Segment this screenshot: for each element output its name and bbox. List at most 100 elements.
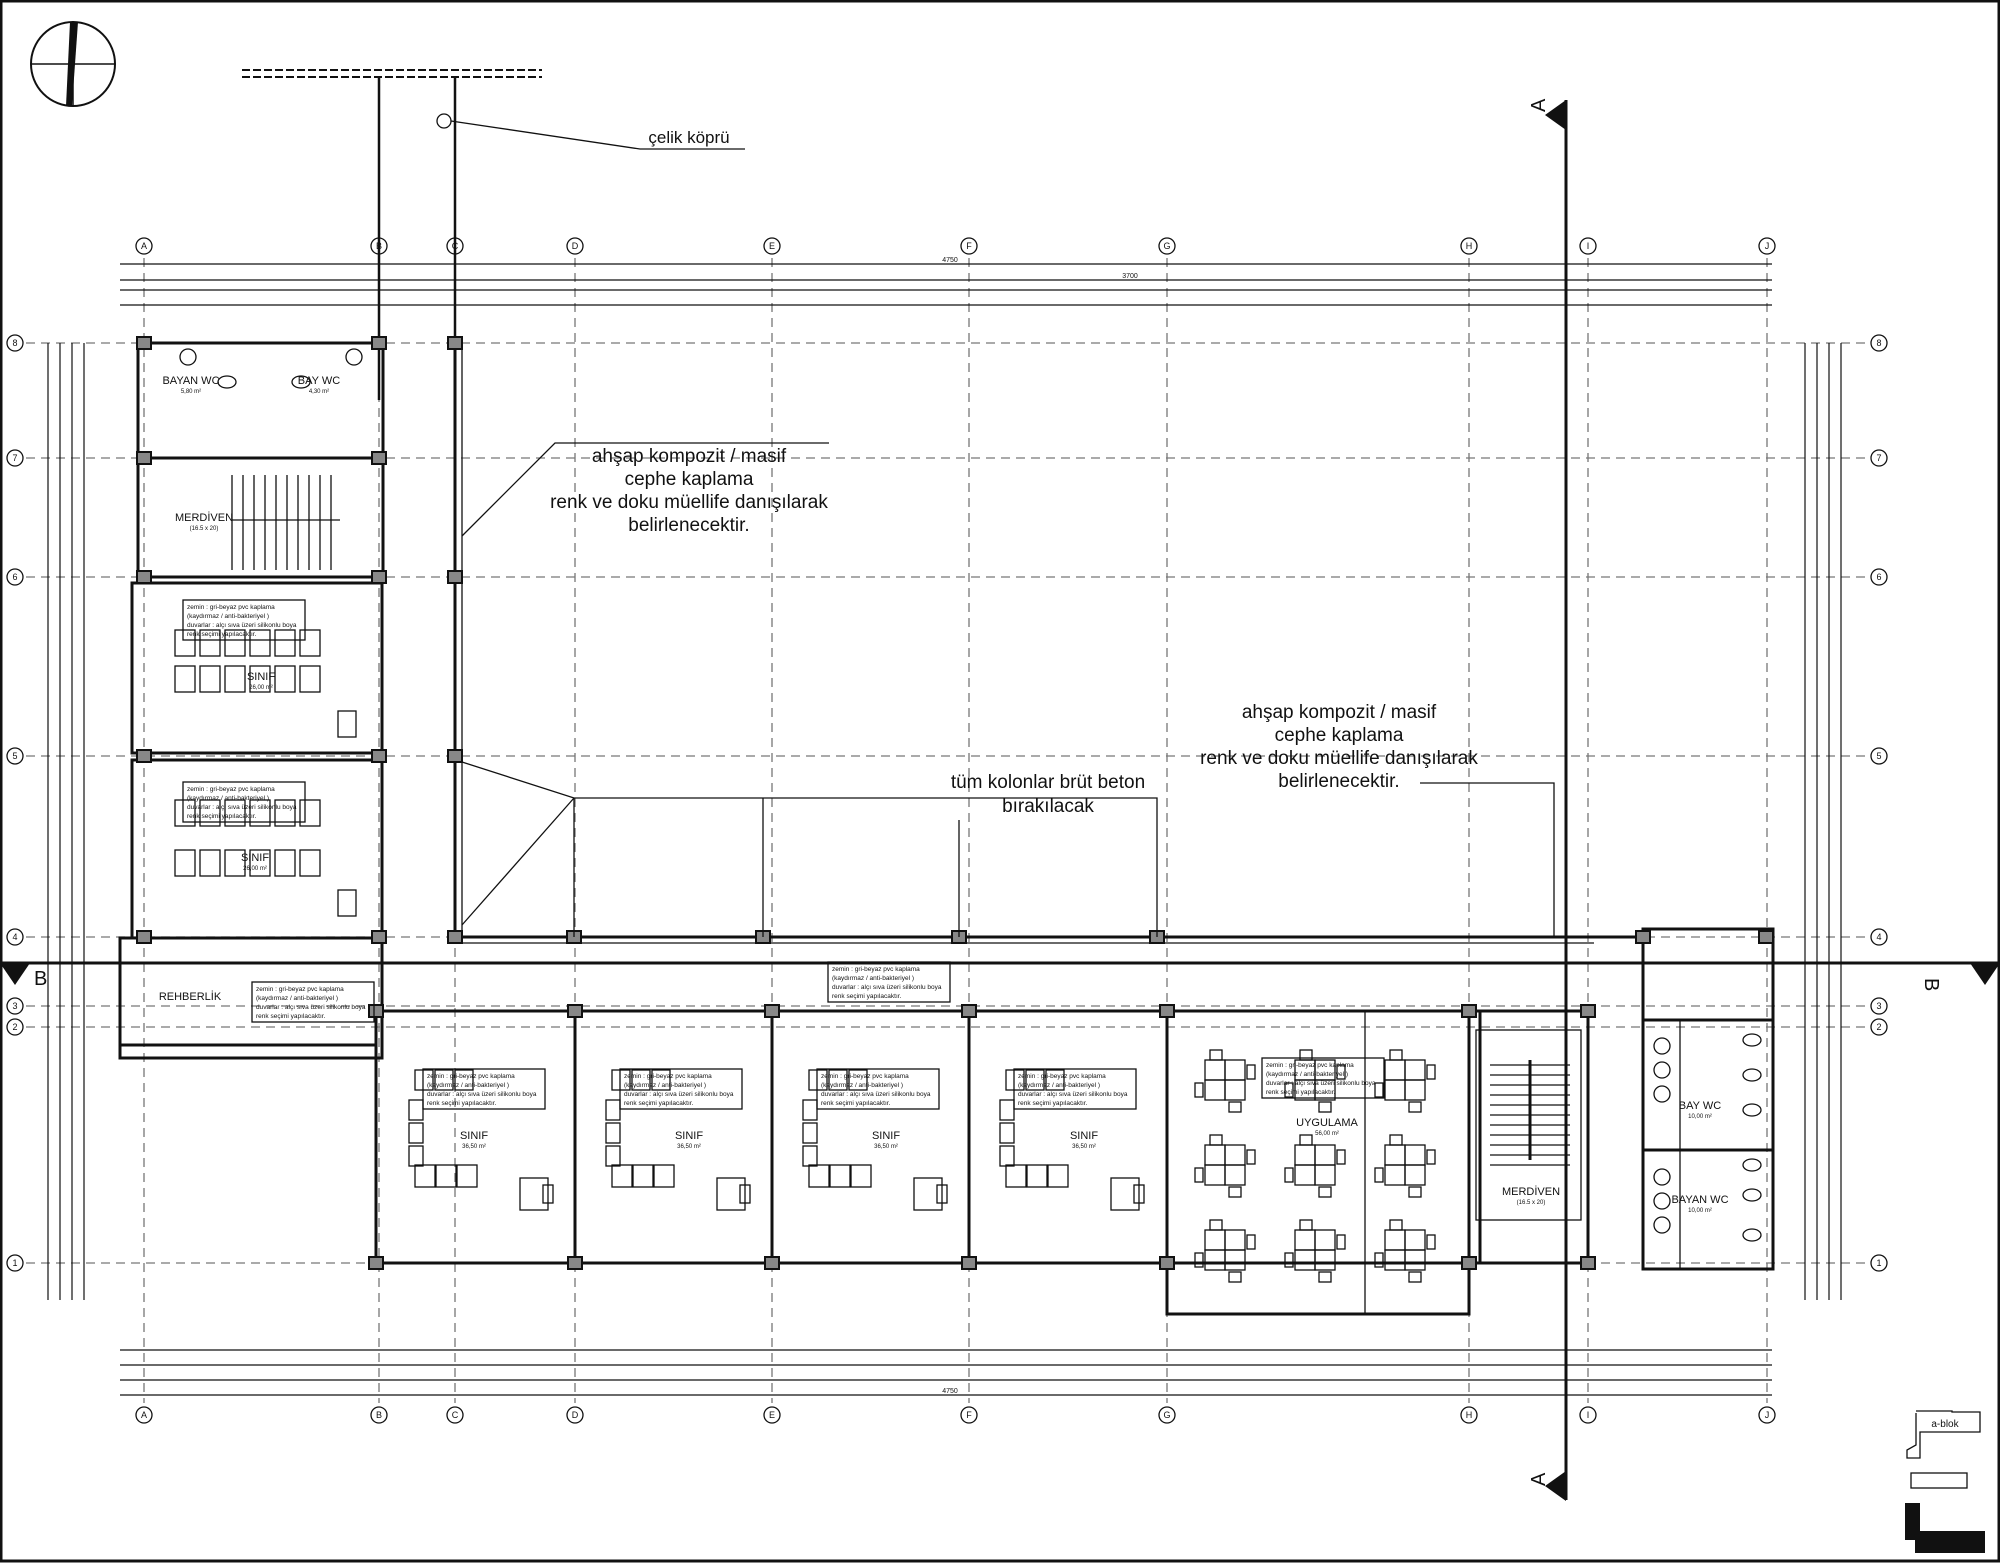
grid-bubble-H	[1460, 1406, 1478, 1424]
material-note-line: renk seçimi yapılacaktır.	[821, 1100, 891, 1107]
column	[136, 570, 152, 584]
sink-icon	[345, 348, 363, 366]
desk	[739, 1184, 751, 1204]
column	[1159, 1256, 1175, 1270]
desk	[605, 1122, 621, 1144]
desk	[1374, 1082, 1384, 1098]
desk	[1404, 1229, 1426, 1251]
desk	[1426, 1064, 1436, 1080]
desk	[1194, 1252, 1204, 1268]
svg-text:cephe kaplama: cephe kaplama	[1275, 725, 1404, 746]
room-uygulama: UYGULAMA	[1296, 1117, 1358, 1129]
grid-bubble-D	[566, 1406, 584, 1424]
desk	[299, 849, 321, 877]
room-labels: BAYAN WC 5,80 m² BAY WC 4,30 m² MERDİVEN…	[159, 375, 1729, 1214]
sink-icon	[1653, 1168, 1671, 1186]
desk	[999, 1145, 1015, 1167]
desk	[1408, 1101, 1422, 1113]
svg-text:cephe kaplama: cephe kaplama	[625, 469, 754, 490]
column	[371, 570, 387, 584]
material-note-box	[1013, 1068, 1137, 1110]
north-arrow-icon	[30, 21, 116, 107]
column	[447, 336, 463, 350]
grid-label-J: J	[1765, 1410, 1770, 1420]
material-note-line: renk seçimi yapılacaktır.	[427, 1100, 497, 1107]
desk	[1005, 1164, 1027, 1188]
svg-text:renk ve doku müellife danışıla: renk ve doku müellife danışılarak	[1200, 748, 1478, 769]
column	[136, 749, 152, 763]
desk	[1246, 1064, 1256, 1080]
desk	[224, 799, 246, 827]
material-note-line: renk seçimi yapılacaktır.	[256, 1013, 326, 1020]
desk	[802, 1145, 818, 1167]
material-note-line: duvarlar : alçı sıva üzeri silikonlu boy…	[624, 1091, 734, 1098]
desk	[1294, 1229, 1316, 1251]
column	[368, 1004, 384, 1018]
desk	[199, 665, 221, 693]
desk	[1299, 1219, 1313, 1231]
desk	[1284, 1082, 1294, 1098]
grid-label-5: 5	[1876, 751, 1881, 761]
material-notes: zemin : gri-beyaz pvc kaplama (kaydırmaz …	[182, 599, 1385, 1110]
desk	[1194, 1082, 1204, 1098]
desk	[1224, 1079, 1246, 1101]
desk	[1045, 1069, 1065, 1091]
material-note-line: zemin : gri-beyaz pvc kaplama	[1266, 1062, 1354, 1069]
grid-label-F: F	[966, 241, 972, 251]
desk	[1294, 1249, 1316, 1271]
grid-label-A: A	[141, 241, 147, 251]
grid-label-B: B	[376, 1410, 382, 1420]
desk	[1294, 1164, 1316, 1186]
material-note-line: (kaydırmaz / anti-bakteriyel )	[821, 1082, 903, 1089]
dimension-overall: 4750	[942, 257, 958, 264]
column	[371, 930, 387, 944]
grid-bubble-B	[370, 1406, 388, 1424]
svg-text:36,50 m²: 36,50 m²	[874, 1144, 898, 1150]
dimension-second: 3700	[1122, 273, 1138, 280]
column	[136, 336, 152, 350]
material-note-line: duvarlar : alçı sıva üzeri silikonlu boy…	[256, 1004, 366, 1011]
desk	[274, 665, 296, 693]
room-sinif-2: SINIF	[241, 852, 269, 864]
grid-bubble-F	[960, 1406, 978, 1424]
column	[447, 749, 463, 763]
material-note-box	[422, 1068, 546, 1110]
grid-label-1: 1	[12, 1258, 17, 1268]
desk	[808, 1164, 830, 1188]
desk	[337, 889, 357, 917]
desk	[454, 1069, 474, 1091]
material-note-box	[619, 1068, 743, 1110]
desk	[1284, 1252, 1294, 1268]
grid-bubble-2	[6, 1018, 24, 1036]
toilet-icon	[1742, 1103, 1762, 1117]
svg-text:(16.5 x 20): (16.5 x 20)	[1517, 1200, 1546, 1206]
material-note-line: zemin : gri-beyaz pvc kaplama	[256, 986, 344, 993]
grid-bubble-D	[566, 237, 584, 255]
desk	[1047, 1164, 1069, 1188]
svg-text:tüm kolonlar brüt beton: tüm kolonlar brüt beton	[951, 772, 1145, 793]
desk	[999, 1099, 1015, 1121]
desk	[1318, 1101, 1332, 1113]
desk	[519, 1177, 549, 1211]
desk	[1228, 1186, 1242, 1198]
desk	[1404, 1249, 1426, 1271]
desk	[1284, 1167, 1294, 1183]
desk	[1384, 1164, 1406, 1186]
grid-label-1: 1	[1876, 1258, 1881, 1268]
grid-bubble-F	[960, 237, 978, 255]
grid-label-F: F	[966, 1410, 972, 1420]
desk	[611, 1164, 633, 1188]
desk	[1318, 1271, 1332, 1283]
material-note-line: (kaydırmaz / anti-bakteriyel )	[624, 1082, 706, 1089]
section-label-a-top: A	[1528, 98, 1550, 112]
grid-label-7: 7	[12, 453, 17, 463]
desk	[1408, 1186, 1422, 1198]
desk	[802, 1122, 818, 1144]
desk	[414, 1069, 434, 1091]
desk	[1025, 1069, 1045, 1091]
desk	[828, 1069, 848, 1091]
desk	[299, 629, 321, 657]
room-sinif-4: SINIF	[675, 1130, 703, 1142]
